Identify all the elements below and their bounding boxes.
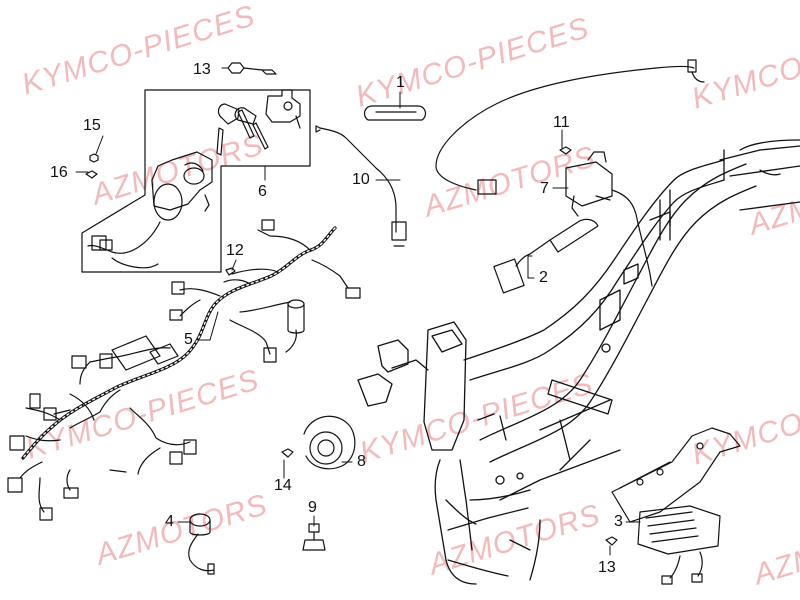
leader-lines — [75, 67, 641, 556]
small-screws — [85, 153, 99, 179]
callout-16: 16 — [50, 164, 68, 181]
callout-13b: 13 — [598, 559, 616, 576]
lamp-1 — [363, 105, 427, 121]
long-wire — [435, 59, 705, 195]
callout-12: 12 — [226, 242, 244, 259]
callout-3: 3 — [614, 513, 623, 530]
frame — [357, 139, 800, 585]
callout-14: 14 — [274, 477, 292, 494]
ignition-coil-7 — [559, 146, 653, 287]
callout-7: 7 — [540, 180, 549, 197]
callout-8: 8 — [357, 453, 366, 470]
callout-13: 13 — [193, 61, 211, 78]
assembly-box — [81, 89, 311, 273]
callout-4: 4 — [165, 513, 174, 530]
callout-1: 1 — [396, 74, 405, 91]
callout-2: 2 — [539, 269, 548, 286]
ignition-switch-assembly — [81, 62, 311, 273]
rear-bracket — [611, 427, 741, 523]
sensor-9 — [302, 523, 326, 551]
callout-5: 5 — [184, 331, 193, 348]
plug-cap-2 — [493, 218, 599, 294]
screw-13-lower — [605, 536, 618, 546]
callout-15: 15 — [83, 117, 101, 134]
keys — [216, 103, 269, 156]
horn-8 — [303, 415, 356, 470]
callout-10: 10 — [352, 171, 370, 188]
callout-11: 11 — [553, 114, 570, 131]
cable-10 — [315, 125, 407, 247]
switch-4 — [188, 513, 215, 575]
bolt-12 — [225, 267, 236, 276]
callout-6: 6 — [258, 183, 267, 200]
wire-harness — [7, 219, 361, 521]
screw-14 — [281, 448, 294, 458]
regulator-3 — [637, 505, 721, 585]
callout-9: 9 — [308, 499, 317, 516]
